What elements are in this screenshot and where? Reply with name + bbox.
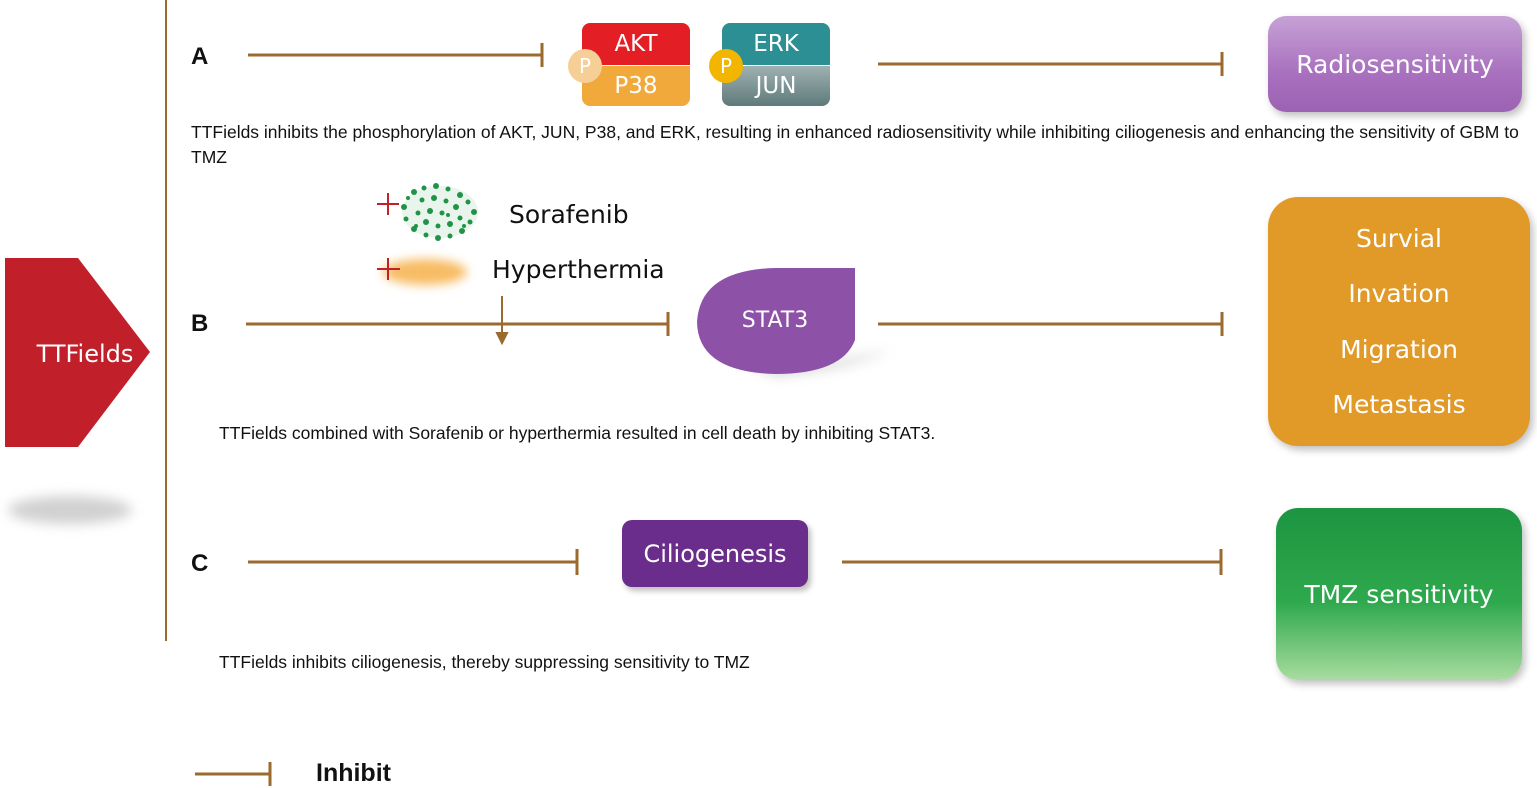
- hyperthermia-icon: [383, 259, 467, 285]
- sorafenib-icon: [401, 183, 478, 241]
- ttfields-arrow-shape: [5, 258, 150, 447]
- inhibit-line-b-left: [246, 312, 670, 336]
- caption-b: TTFields combined with Sorafenib or hype…: [219, 423, 936, 443]
- ttfields-arrow-shadow: [8, 496, 132, 524]
- caption-a: TTFields inhibits the phosphorylation of…: [191, 122, 1519, 167]
- panel-letter-a: A: [191, 43, 209, 70]
- plus-icon-sorafenib: [377, 193, 399, 215]
- inhibit-line-c-right: [842, 549, 1223, 575]
- outcome-invation: Invation: [1348, 279, 1450, 309]
- phospho-icon-erk: P: [709, 49, 743, 83]
- panel-letter-b: B: [191, 310, 209, 337]
- outcome-radiosensitivity: Radiosensitivity: [1268, 16, 1522, 112]
- treatment-hyperthermia: Hyperthermia: [492, 255, 665, 284]
- ttfields-label: TTFields: [36, 340, 134, 368]
- protein-erk: ERK: [722, 23, 830, 65]
- target-ciliogenesis: Ciliogenesis: [622, 520, 808, 587]
- stat3-shape: [697, 268, 855, 374]
- treatment-arrow-down: [495, 296, 509, 346]
- outcome-tmz-sensitivity: TMZ sensitivity: [1276, 508, 1522, 680]
- outcome-migration: Migration: [1340, 334, 1458, 364]
- panel-letter-c: C: [191, 550, 209, 577]
- caption-c: TTFields inhibits ciliogenesis, thereby …: [219, 652, 750, 672]
- target-stat3: STAT3: [741, 308, 809, 333]
- inhibit-line-a-right: [878, 52, 1224, 76]
- treatment-sorafenib: Sorafenib: [509, 200, 629, 229]
- outcome-survial: Survial: [1356, 223, 1442, 253]
- legend-inhibit-label: Inhibit: [316, 759, 391, 787]
- outcome-box-b: Survial Invation Migration Metastasis: [1268, 197, 1530, 446]
- phospho-icon-akt: P: [568, 49, 602, 83]
- legend-inhibit-symbol: [195, 762, 272, 786]
- inhibit-line-b-right: [878, 312, 1224, 336]
- plus-icon-hyperthermia: [377, 258, 400, 280]
- inhibit-line-c-left: [248, 549, 579, 575]
- outcome-metastasis: Metastasis: [1332, 390, 1466, 420]
- inhibit-line-a-left: [248, 43, 544, 67]
